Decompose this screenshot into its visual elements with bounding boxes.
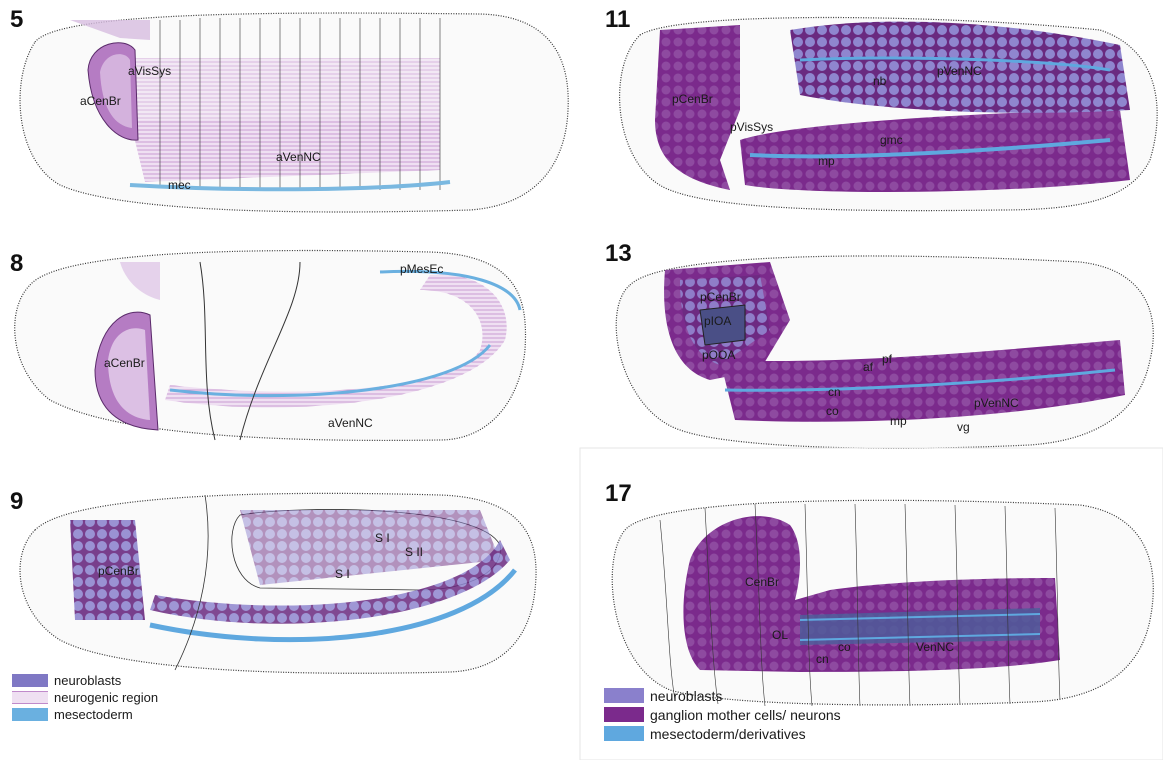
label-co: co bbox=[838, 640, 851, 654]
label-aCenBr: aCenBr bbox=[104, 356, 145, 370]
label-gmc: gmc bbox=[880, 133, 903, 147]
stage-number-5: 5 bbox=[10, 6, 23, 34]
legend-label: neurogenic region bbox=[54, 690, 158, 705]
panel-stage-8 bbox=[15, 251, 526, 441]
label-pf: pf bbox=[882, 352, 892, 366]
legend-swatch-neurogenic-region bbox=[12, 691, 48, 704]
legend-label: neuroblasts bbox=[650, 688, 722, 704]
label-aVenNC: aVenNC bbox=[276, 150, 321, 164]
legend-label: neuroblasts bbox=[54, 673, 121, 688]
legend-right: neuroblasts ganglion mother cells/ neuro… bbox=[604, 686, 841, 743]
label-mec: mec bbox=[168, 178, 191, 192]
label-SI-lower: S I bbox=[335, 567, 350, 581]
legend-swatch-neuroblasts bbox=[12, 674, 48, 687]
legend-item: neuroblasts bbox=[12, 672, 158, 689]
legend-label: ganglion mother cells/ neurons bbox=[650, 707, 841, 723]
label-pOOA: pOOA bbox=[702, 348, 735, 362]
legend-label: mesectoderm bbox=[54, 707, 133, 722]
label-OL: OL bbox=[772, 628, 788, 642]
label-pMesEc: pMesEc bbox=[400, 262, 443, 276]
label-co: co bbox=[826, 404, 839, 418]
label-SII: S II bbox=[405, 545, 423, 559]
legend-item: neurogenic region bbox=[12, 689, 158, 706]
label-pVisSys: pVisSys bbox=[730, 120, 773, 134]
label-pIOA: pIOA bbox=[704, 314, 731, 328]
legend-label: mesectoderm/derivatives bbox=[650, 726, 806, 742]
panel-stage-11 bbox=[620, 18, 1158, 211]
label-mp: mp bbox=[818, 154, 835, 168]
legend-swatch-mesectoderm bbox=[12, 708, 48, 721]
label-pVenNC: pVenNC bbox=[937, 64, 982, 78]
legend-swatch-mesectoderm-derivatives bbox=[604, 726, 644, 741]
legend-item: mesectoderm bbox=[12, 706, 158, 723]
label-SI-upper: S I bbox=[375, 531, 390, 545]
label-nb: nb bbox=[873, 74, 886, 88]
stage-number-13: 13 bbox=[605, 240, 632, 268]
label-af: af bbox=[863, 360, 873, 374]
label-pCenBr: pCenBr bbox=[672, 92, 713, 106]
legend-item: ganglion mother cells/ neurons bbox=[604, 705, 841, 724]
legend-swatch-gmc-neurons bbox=[604, 707, 644, 722]
label-CenBr: CenBr bbox=[745, 575, 779, 589]
label-pCenBr: pCenBr bbox=[700, 290, 741, 304]
label-VenNC: VenNC bbox=[916, 640, 954, 654]
stage-number-11: 11 bbox=[605, 6, 630, 34]
stage-number-9: 9 bbox=[10, 488, 23, 516]
panel-stage-9 bbox=[20, 493, 536, 673]
stage-number-8: 8 bbox=[10, 250, 23, 278]
legend-left: neuroblasts neurogenic region mesectoder… bbox=[12, 672, 158, 723]
label-aCenBr: aCenBr bbox=[80, 94, 121, 108]
label-aVisSys: aVisSys bbox=[128, 64, 171, 78]
label-mp: mp bbox=[890, 414, 907, 428]
legend-swatch-neuroblasts bbox=[604, 688, 644, 703]
label-aVenNC: aVenNC bbox=[328, 416, 373, 430]
label-pCenBr: pCenBr bbox=[98, 564, 139, 578]
stage-number-17: 17 bbox=[605, 480, 632, 508]
panel-stage-5 bbox=[20, 13, 568, 212]
legend-item: neuroblasts bbox=[604, 686, 841, 705]
label-pVenNC: pVenNC bbox=[974, 396, 1019, 410]
label-vg: vg bbox=[957, 420, 970, 434]
label-cn: cn bbox=[828, 385, 841, 399]
label-cn: cn bbox=[816, 652, 829, 666]
legend-item: mesectoderm/derivatives bbox=[604, 724, 841, 743]
